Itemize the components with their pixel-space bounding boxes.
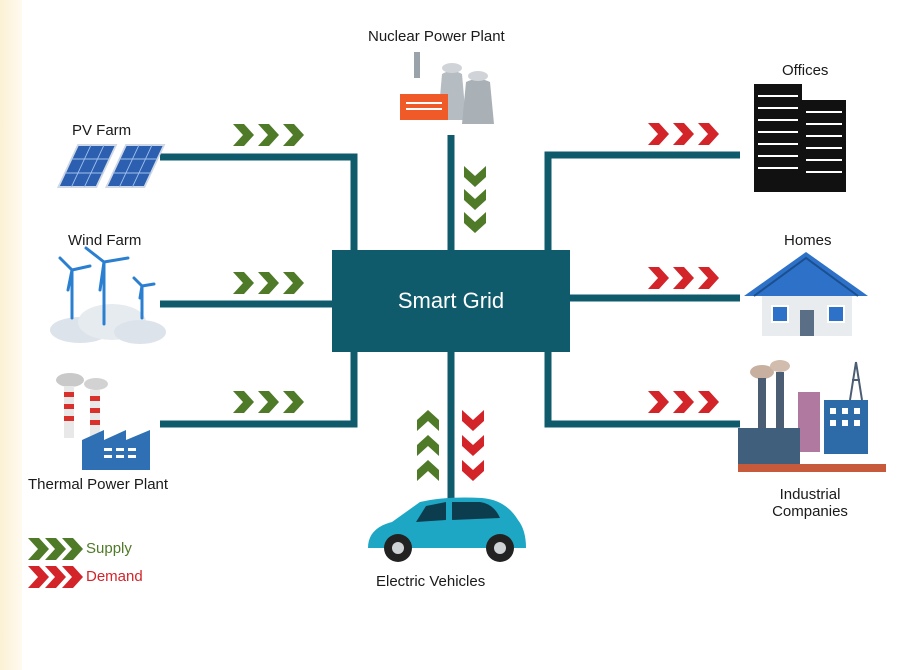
- wind-farm-label: Wind Farm: [68, 232, 142, 249]
- ev-demand-arrows: [462, 410, 484, 481]
- thermal-plant-label: Thermal Power Plant: [28, 476, 169, 493]
- industrial-demand-arrows: [648, 391, 719, 413]
- industrial-icon: [738, 360, 886, 472]
- homes-demand-arrows: [648, 267, 719, 289]
- industrial-label-line1: Industrial: [779, 486, 841, 503]
- thermal-supply-arrows: [233, 391, 304, 413]
- thermal-plant-icon: [56, 373, 150, 470]
- house-icon: [744, 252, 868, 336]
- pv-line: [160, 153, 358, 252]
- offices-demand-arrows: [648, 123, 719, 145]
- pv-farm-label: PV Farm: [72, 122, 132, 139]
- legend-demand-label: Demand: [86, 568, 143, 585]
- thermal-line: [160, 350, 358, 428]
- legend-demand-swatch: [28, 566, 83, 588]
- wind-supply-arrows: [233, 272, 304, 294]
- left-decorative-strip: [0, 0, 22, 670]
- connection-lines: [160, 135, 740, 500]
- nuclear-plant-label: Nuclear Power Plant: [368, 28, 505, 45]
- solar-panel-icon: [56, 144, 166, 188]
- offices-line: [544, 151, 740, 252]
- ev-supply-arrows: [417, 410, 439, 481]
- nuclear-plant-icon: [400, 52, 494, 124]
- electric-car-icon: [368, 497, 526, 562]
- ev-label: Electric Vehicles: [376, 573, 486, 590]
- industrial-line: [544, 350, 740, 428]
- homes-label: Homes: [784, 232, 832, 249]
- smart-grid-hub: Smart Grid: [332, 250, 570, 352]
- pv-supply-arrows: [233, 124, 304, 146]
- legend-supply-label: Supply: [86, 540, 132, 557]
- industrial-label: Industrial Companies: [760, 486, 860, 520]
- nuclear-supply-arrows: [464, 166, 486, 233]
- industrial-label-line2: Companies: [772, 503, 848, 520]
- hub-label: Smart Grid: [397, 288, 505, 313]
- wind-turbine-icon: [50, 246, 166, 344]
- offices-building-icon: [754, 84, 846, 192]
- legend-supply-swatch: [28, 538, 83, 560]
- offices-label: Offices: [782, 62, 829, 79]
